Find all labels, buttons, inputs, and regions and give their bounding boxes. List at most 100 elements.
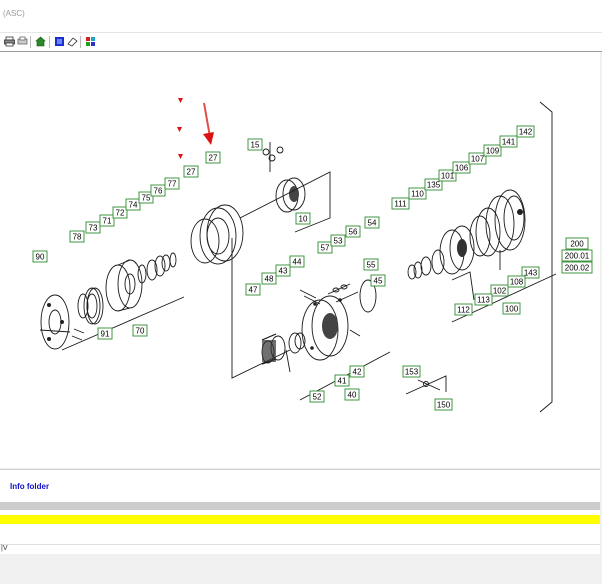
label-200-02[interactable]: 200.02 <box>561 261 593 274</box>
label-142[interactable]: 142 <box>516 125 535 138</box>
label-52[interactable]: 52 <box>309 390 325 403</box>
label-113[interactable]: 113 <box>474 293 493 306</box>
parts-drawing: 15 27 27 10 90 78 73 71 72 74 75 76 77 9… <box>32 98 593 413</box>
label-90[interactable]: 90 <box>32 250 48 263</box>
svg-text:43: 43 <box>279 267 288 276</box>
svg-text:76: 76 <box>154 187 163 196</box>
label-56[interactable]: 56 <box>345 225 361 238</box>
svg-text:54: 54 <box>368 219 377 228</box>
part-hub-71 <box>105 259 143 312</box>
label-78[interactable]: 78 <box>69 230 85 243</box>
part-oring-45 <box>359 279 377 313</box>
label-47[interactable]: 47 <box>245 283 261 296</box>
svg-text:27: 27 <box>209 154 218 163</box>
label-153[interactable]: 153 <box>402 365 421 378</box>
label-77[interactable]: 77 <box>164 177 180 190</box>
svg-text:109: 109 <box>486 147 500 156</box>
label-54[interactable]: 54 <box>364 216 380 229</box>
info-folder-title[interactable]: Info folder <box>10 482 50 491</box>
svg-text:100: 100 <box>505 305 519 314</box>
list-row[interactable] <box>0 524 600 545</box>
svg-text:101: 101 <box>441 172 455 181</box>
label-200-01[interactable]: 200.01 <box>561 249 593 262</box>
label-43[interactable]: 43 <box>275 264 291 277</box>
svg-text:48: 48 <box>265 275 274 284</box>
label-76[interactable]: 76 <box>150 184 166 197</box>
exploded-parts-diagram: 15 27 27 10 90 78 73 71 72 74 75 76 77 9… <box>0 52 600 468</box>
label-74[interactable]: 74 <box>125 198 141 211</box>
status-row: |V <box>0 545 600 554</box>
label-106[interactable]: 106 <box>452 161 471 174</box>
svg-text:112: 112 <box>457 306 470 315</box>
label-73[interactable]: 73 <box>85 221 101 234</box>
label-41[interactable]: 41 <box>334 374 350 387</box>
svg-text:107: 107 <box>471 155 485 164</box>
label-75[interactable]: 75 <box>138 191 154 204</box>
palette-icon[interactable] <box>85 36 96 47</box>
label-48[interactable]: 48 <box>261 272 277 285</box>
label-102[interactable]: 102 <box>490 284 509 297</box>
label-101[interactable]: 101 <box>438 169 457 182</box>
svg-text:153: 153 <box>405 368 419 377</box>
part-bolt-153 <box>405 375 447 395</box>
part-flange-90 <box>39 294 71 350</box>
label-150[interactable]: 150 <box>434 398 453 411</box>
label-27-top[interactable]: 27 <box>205 151 221 164</box>
part-small-15 <box>262 142 284 172</box>
label-42[interactable]: 42 <box>349 365 365 378</box>
select-icon[interactable] <box>54 36 65 47</box>
label-44[interactable]: 44 <box>289 255 305 268</box>
label-72[interactable]: 72 <box>112 206 128 219</box>
label-100[interactable]: 100 <box>502 302 521 315</box>
label-71[interactable]: 71 <box>99 214 115 227</box>
svg-text:15: 15 <box>251 141 260 150</box>
print-preview-icon[interactable] <box>17 36 28 47</box>
part-ring-48 <box>288 332 306 354</box>
print-icon[interactable] <box>4 36 15 47</box>
label-200[interactable]: 200 <box>565 237 589 250</box>
part-bearing-10 <box>239 171 331 233</box>
part-gears-106-107 <box>469 207 501 257</box>
svg-text:200: 200 <box>570 240 584 249</box>
label-91[interactable]: 91 <box>97 327 113 340</box>
svg-text:106: 106 <box>455 164 469 173</box>
svg-text:200.02: 200.02 <box>565 264 590 273</box>
label-141[interactable]: 141 <box>499 135 518 148</box>
svg-text:52: 52 <box>313 393 322 402</box>
label-111[interactable]: 111 <box>391 197 410 210</box>
label-40[interactable]: 40 <box>344 388 360 401</box>
label-15[interactable]: 15 <box>247 138 263 151</box>
label-45[interactable]: 45 <box>370 274 386 287</box>
svg-text:102: 102 <box>493 287 507 296</box>
label-53[interactable]: 53 <box>330 234 346 247</box>
label-10[interactable]: 10 <box>295 212 311 225</box>
svg-text:141: 141 <box>502 138 516 147</box>
label-27[interactable]: 27 <box>183 165 199 178</box>
label-109[interactable]: 109 <box>483 144 502 157</box>
svg-text:72: 72 <box>116 209 125 218</box>
spacer-row <box>0 510 600 515</box>
svg-text:57: 57 <box>321 244 330 253</box>
eraser-icon[interactable] <box>67 36 78 47</box>
label-110[interactable]: 110 <box>408 187 427 200</box>
svg-text:47: 47 <box>249 286 258 295</box>
label-55[interactable]: 55 <box>363 258 379 271</box>
label-107[interactable]: 107 <box>468 152 487 165</box>
part-pins-53-57 <box>327 283 359 303</box>
home-icon[interactable] <box>35 36 46 47</box>
svg-text:27: 27 <box>187 168 196 177</box>
window-title: (ASC) <box>3 9 25 18</box>
highlighted-row[interactable] <box>0 515 600 524</box>
group-bracket-70 <box>61 296 185 351</box>
part-ring-109-141 <box>485 189 526 253</box>
svg-text:200.01: 200.01 <box>565 252 590 261</box>
label-57[interactable]: 57 <box>317 241 333 254</box>
label-70[interactable]: 70 <box>132 324 148 337</box>
label-108[interactable]: 108 <box>507 275 526 288</box>
part-rings-72-77 <box>137 252 177 284</box>
label-135[interactable]: 135 <box>424 178 443 191</box>
label-112[interactable]: 112 <box>454 303 473 316</box>
label-143[interactable]: 143 <box>521 266 540 279</box>
svg-text:142: 142 <box>519 128 533 137</box>
info-folder-panel: Info folder <box>0 469 600 502</box>
